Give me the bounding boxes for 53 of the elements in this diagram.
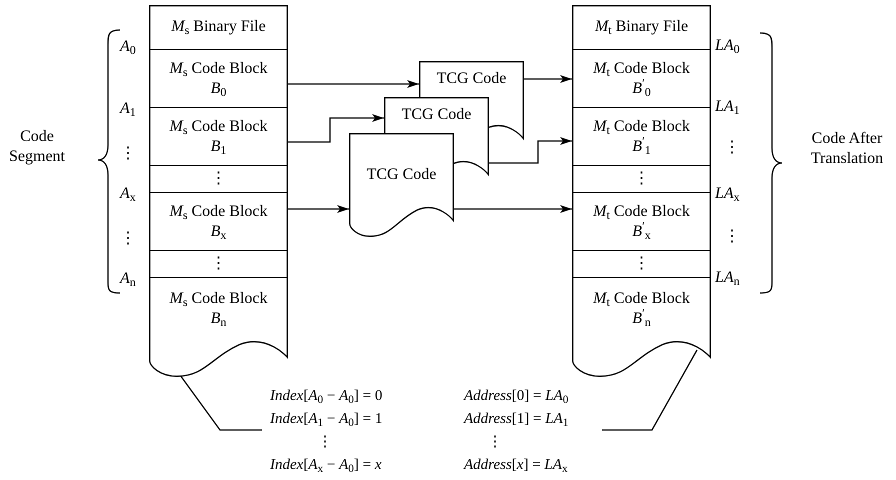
- block-label: B$_{n}$: [210, 308, 226, 328]
- arrow: [524, 75, 572, 83]
- document-label: TCG Code: [400, 105, 472, 125]
- block-label: ⋮: [634, 254, 650, 274]
- block-label: M$_{t}$ Code Block: [593, 288, 690, 308]
- formula: Index[A$_{1}$ − A$_{0}$] = 1: [269, 410, 384, 431]
- document-stack: [149, 5, 288, 377]
- block-label: ⋮: [210, 254, 226, 274]
- formula: ⋮: [486, 433, 504, 452]
- block-label: M$_{t}$ Code Block: [593, 202, 690, 222]
- formula: Address[x] = LA$_{x}$: [462, 456, 569, 477]
- block-label: M$_{t}$ Code Block: [593, 58, 690, 78]
- formula: Index[A$_{0}$ − A$_{0}$] = 0: [269, 387, 384, 408]
- formula: Address[0] = LA$_{0}$: [462, 387, 570, 408]
- block-label: M$_{t}$ Binary File: [594, 17, 688, 37]
- ellipsis: ⋮: [723, 227, 741, 247]
- block-label: B$_{0}$: [210, 78, 226, 98]
- address-label: A$_{1}$: [120, 99, 137, 119]
- block-label: M$_{s}$ Code Block: [170, 202, 268, 222]
- address-label: LA$_{1}$: [715, 97, 741, 117]
- arrow: [454, 205, 572, 213]
- arrow: [288, 80, 419, 88]
- address-label: LA$_{0}$: [715, 36, 741, 56]
- arrow: [288, 114, 384, 143]
- document-stack: [572, 5, 711, 377]
- address-label: A$_{x}$: [120, 184, 137, 204]
- block-label: M$_{t}$ Code Block: [593, 116, 690, 136]
- block-label: ⋮: [210, 169, 226, 189]
- address-label: LA$_{n}$: [715, 268, 741, 288]
- block-label: M$_{s}$ Binary File: [171, 17, 266, 37]
- arrow: [288, 205, 349, 213]
- address-label: LA$_{x}$: [715, 184, 741, 204]
- document-label: TCG Code: [366, 165, 438, 185]
- ellipsis: ⋮: [120, 144, 137, 164]
- block-label: ⋮: [634, 169, 650, 189]
- address-label: A$_{0}$: [120, 37, 137, 57]
- ellipsis: ⋮: [723, 138, 741, 158]
- side-label: Code After Translation: [810, 129, 884, 169]
- block-label: B$_{1}$: [210, 136, 226, 156]
- block-label: M$_{s}$ Code Block: [170, 116, 268, 136]
- document-label: TCG Code: [436, 69, 508, 89]
- arrow: [489, 137, 572, 164]
- block-label: B$_{x}$: [210, 222, 226, 242]
- side-label: Code Segment: [8, 127, 66, 167]
- formula: Index[A$_{x}$ − A$_{0}$] = x: [269, 456, 383, 477]
- leader-line: [602, 350, 698, 431]
- formula: ⋮: [316, 433, 334, 452]
- address-label: A$_{n}$: [120, 269, 137, 289]
- leader-line: [179, 374, 262, 431]
- formula: Address[1] = LA$_{1}$: [462, 410, 570, 431]
- ellipsis: ⋮: [120, 229, 137, 249]
- block-label: M$_{s}$ Code Block: [170, 58, 268, 78]
- block-label: M$_{s}$ Code Block: [170, 288, 268, 308]
